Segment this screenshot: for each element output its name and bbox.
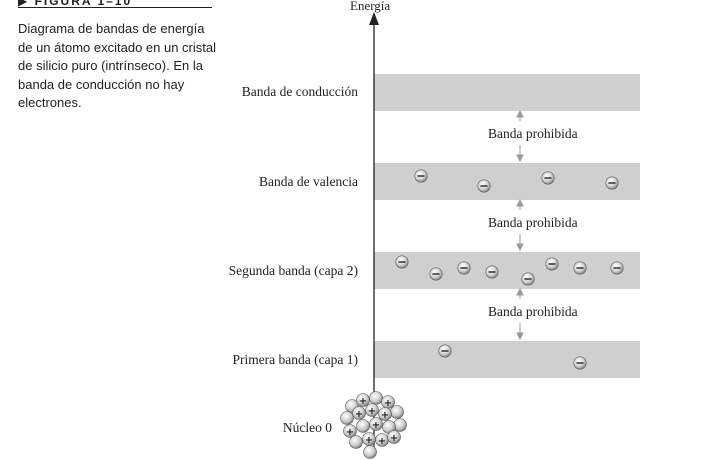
- electron: [573, 356, 587, 370]
- label-second-band: Segunda banda (capa 2): [228, 263, 358, 278]
- electron: [438, 344, 452, 358]
- electron: [429, 267, 443, 281]
- electron: [610, 261, 624, 275]
- energy-axis-arrowhead: [369, 12, 379, 25]
- band-first: [374, 341, 640, 378]
- electron: [485, 265, 499, 279]
- gap-arrow-3: [516, 287, 524, 341]
- electron: [477, 179, 491, 193]
- svg-text:+: +: [372, 420, 380, 431]
- svg-text:+: +: [384, 398, 392, 409]
- label-nucleus: Núcleo 0: [282, 420, 332, 435]
- figure-rule: [18, 7, 212, 8]
- svg-text:+: +: [359, 396, 367, 407]
- gap-arrow-2: [516, 198, 524, 252]
- figure-caption: Diagrama de bandas de energía de un átom…: [18, 21, 217, 110]
- electron: [414, 169, 428, 183]
- svg-text:+: +: [346, 427, 354, 438]
- electron: [457, 261, 471, 275]
- nucleus-icon: + + + + + + + + + +: [340, 391, 407, 459]
- band-second: [374, 252, 640, 289]
- svg-text:+: +: [378, 436, 386, 447]
- electron: [545, 257, 559, 271]
- label-valence-band: Banda de valencia: [259, 174, 358, 189]
- electron: [395, 255, 409, 269]
- band-conduction: [374, 74, 640, 111]
- figure-label: ▶ FIGURA 1–10: [18, 0, 133, 8]
- svg-text:+: +: [381, 410, 389, 421]
- electron: [541, 171, 555, 185]
- energy-axis-label: Energía: [350, 0, 391, 13]
- electron: [521, 272, 535, 286]
- label-first-band: Primera banda (capa 1): [232, 352, 358, 367]
- label-gap-1: Banda prohibida: [488, 126, 578, 141]
- svg-text:+: +: [355, 409, 363, 420]
- svg-text:+: +: [368, 406, 376, 417]
- svg-text:+: +: [390, 433, 398, 444]
- label-conduction-band: Banda de conducción: [241, 84, 358, 99]
- label-gap-2: Banda prohibida: [488, 215, 578, 230]
- gap-arrow-1: [516, 109, 524, 163]
- electron: [605, 176, 619, 190]
- svg-text:+: +: [365, 435, 373, 446]
- figure-header: ▶ FIGURA 1–10: [18, 0, 212, 14]
- electron: [573, 261, 587, 275]
- label-gap-3: Banda prohibida: [488, 304, 578, 319]
